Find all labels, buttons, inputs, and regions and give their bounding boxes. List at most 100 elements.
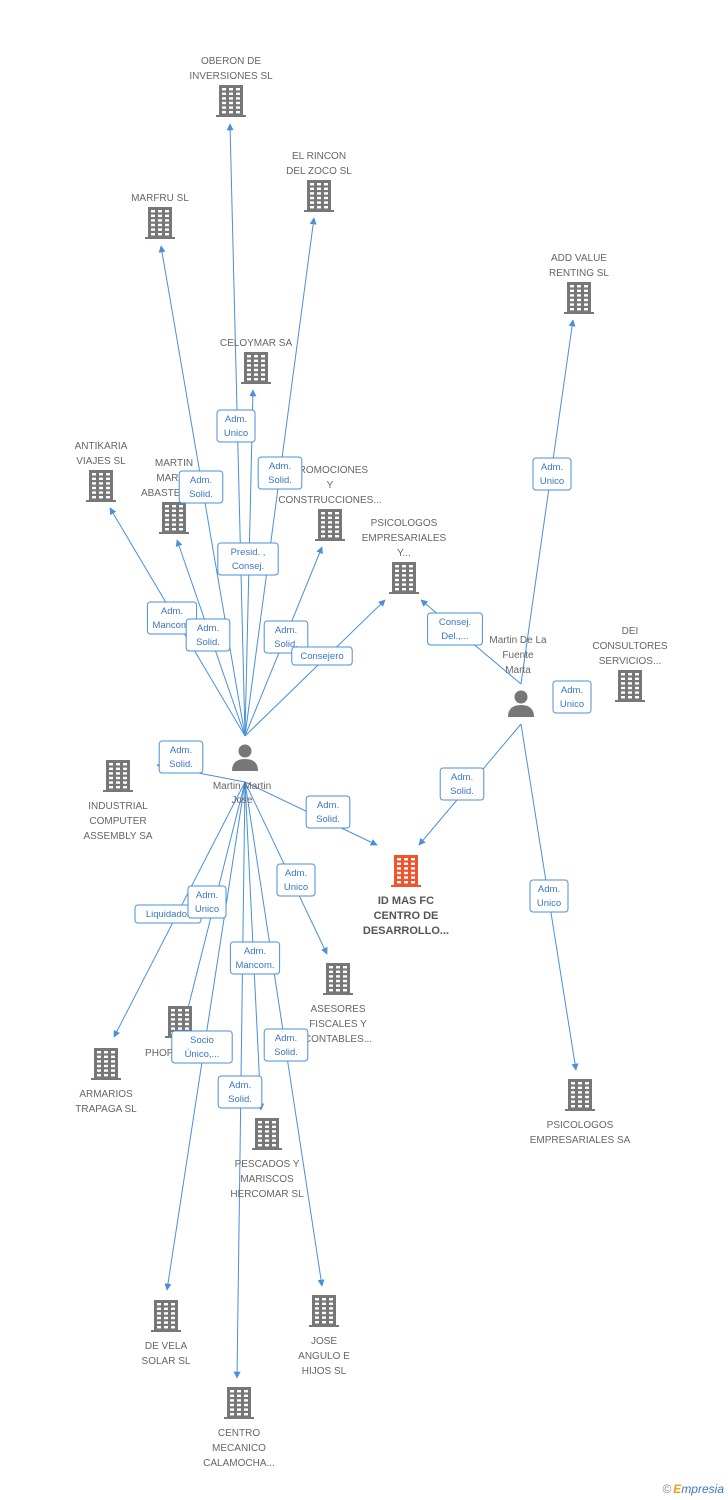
edge-p1-psicoy bbox=[244, 599, 386, 737]
building-icon bbox=[103, 760, 133, 792]
role-text: Adm.Solid. bbox=[196, 623, 220, 648]
role-text: Presid. ,Consej. bbox=[231, 547, 266, 572]
building-icon bbox=[565, 1079, 595, 1111]
role-label-p2-addvalue[interactable]: Adm.Unico bbox=[532, 457, 572, 491]
role-label-p2-psicosa[interactable]: Adm.Unico bbox=[529, 879, 569, 913]
building-icon bbox=[91, 1048, 121, 1080]
role-label-p1-oberon[interactable]: Adm.Unico bbox=[216, 409, 256, 443]
role-label-p1-industrial[interactable]: Adm.Solid. bbox=[158, 740, 204, 774]
role-text: Adm.Solid. bbox=[268, 461, 292, 486]
building-icon bbox=[309, 1295, 339, 1327]
role-text: Adm.Unico bbox=[537, 884, 561, 909]
role-text: Adm.Unico bbox=[560, 685, 584, 710]
building-icon bbox=[304, 180, 334, 212]
building-icon bbox=[145, 207, 175, 239]
role-label-p1-asesores[interactable]: Adm.Unico bbox=[276, 863, 316, 897]
company-node-marfru[interactable]: MARFRU SL bbox=[131, 193, 189, 239]
role-text: Adm.Solid. bbox=[274, 1033, 298, 1058]
role-label-p1-centro[interactable]: Adm.Mancom. bbox=[229, 941, 281, 975]
role-label-p2-psicoy[interactable]: Consej.Del.,... bbox=[427, 612, 483, 646]
building-icon bbox=[389, 562, 419, 594]
role-label-p1-jose[interactable]: Adm.Solid. bbox=[217, 1075, 263, 1109]
brand-logo-text: mpresia bbox=[681, 1482, 724, 1496]
role-text: Adm.Mancom. bbox=[235, 946, 274, 971]
role-label-p1-antikaria[interactable]: Adm.Mancom. bbox=[146, 601, 198, 635]
role-label-p1-promociones[interactable]: Adm.Solid. bbox=[263, 620, 309, 654]
role-label-p1-psicoy[interactable]: Consejero bbox=[291, 646, 353, 666]
role-label-p1-phoph[interactable]: Adm.Unico bbox=[187, 885, 227, 919]
person-icon bbox=[508, 690, 534, 717]
edge-p2-addvalue bbox=[520, 319, 576, 685]
building-icon bbox=[224, 1387, 254, 1419]
role-text: Adm.Unico bbox=[540, 462, 564, 487]
role-label-p1-rincon[interactable]: Adm.Solid. bbox=[257, 456, 303, 490]
building-icon bbox=[615, 670, 645, 702]
building-icon bbox=[151, 1300, 181, 1332]
building-icon bbox=[159, 502, 189, 534]
building-icon bbox=[391, 855, 421, 887]
company-node-celoymar[interactable]: CELOYMAR SA bbox=[220, 338, 293, 384]
building-icon bbox=[241, 352, 271, 384]
building-icon bbox=[216, 85, 246, 117]
role-text: Adm.Solid. bbox=[169, 745, 193, 770]
role-text: Adm.Solid. bbox=[450, 772, 474, 797]
brand-footer: ©Empresia bbox=[662, 1482, 724, 1496]
role-label-p1-celoymar[interactable]: Presid. ,Consej. bbox=[217, 542, 279, 576]
role-text: Adm.Unico bbox=[284, 868, 308, 893]
building-icon bbox=[315, 509, 345, 541]
copyright-symbol: © bbox=[662, 1482, 672, 1496]
company-label: CELOYMAR SA bbox=[220, 338, 293, 349]
role-label-p1-pescados[interactable]: Adm.Solid. bbox=[263, 1028, 309, 1062]
role-label-p1-idmas[interactable]: Adm.Solid. bbox=[305, 795, 351, 829]
role-text: Adm.Mancom. bbox=[152, 606, 191, 631]
role-text: Adm.Unico bbox=[195, 890, 219, 915]
role-text: Adm.Unico bbox=[224, 414, 248, 439]
role-text: Consejero bbox=[300, 651, 343, 662]
building-icon bbox=[86, 470, 116, 502]
role-text: Liquidador bbox=[146, 909, 190, 920]
building-icon bbox=[252, 1118, 282, 1150]
company-label: PHOPH... bbox=[145, 1048, 189, 1059]
role-label-p2-dei[interactable]: Adm.Unico bbox=[552, 680, 592, 714]
role-label-p1-marfru[interactable]: Adm.Solid. bbox=[178, 470, 224, 504]
role-label-p2-idmas[interactable]: Adm.Solid. bbox=[439, 767, 485, 801]
role-label-p1-martinabast[interactable]: Adm.Solid. bbox=[185, 618, 231, 652]
building-icon bbox=[564, 282, 594, 314]
